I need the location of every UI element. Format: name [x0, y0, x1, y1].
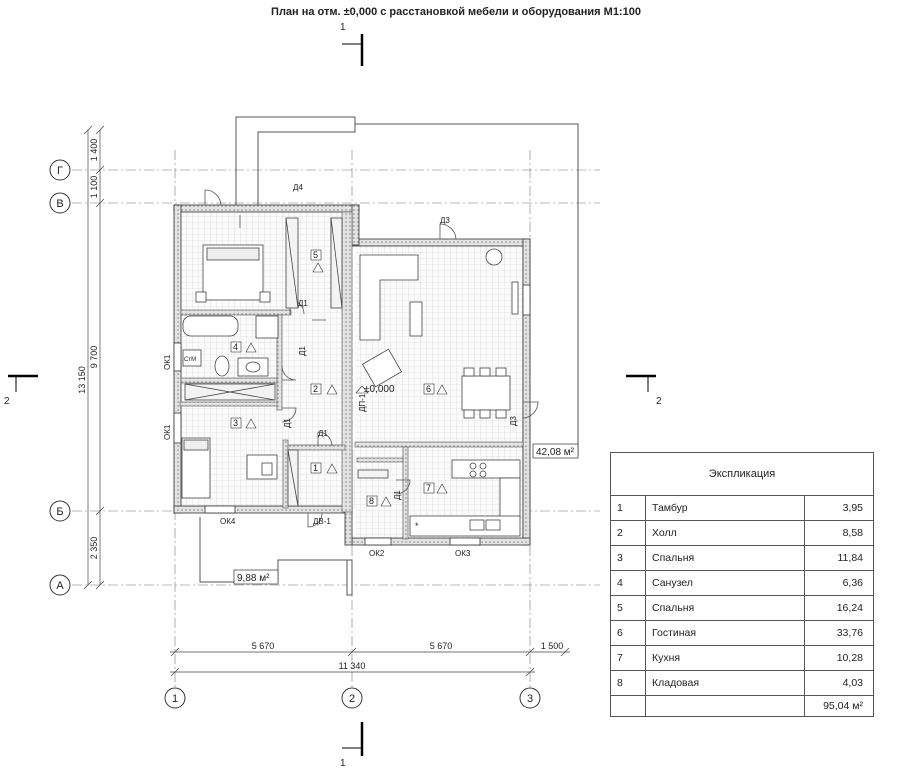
dim-5670-left: 5 670	[252, 641, 275, 651]
kitchen-counter-bottom	[409, 515, 521, 537]
table-row: 3 Спальня 11,84	[610, 545, 874, 571]
room-number-6: 6	[426, 384, 431, 394]
bathtub	[182, 315, 239, 337]
axis-label-b: Б	[56, 506, 63, 518]
explication-header: Экспликация	[610, 452, 874, 496]
table-row: 8 Кладовая 4,03	[610, 670, 874, 696]
room-number-4: 4	[233, 342, 238, 352]
coffee-table	[409, 301, 423, 337]
horizontal-dimension-texts: 5 670 5 670 1 500 11 340	[252, 641, 564, 671]
door-swings	[204, 189, 539, 528]
door-label-d4: Д4	[293, 183, 303, 192]
dim-5670-right: 5 670	[430, 641, 453, 651]
room-number-2: 2	[313, 384, 318, 394]
axis-label-2: 2	[349, 693, 355, 705]
section-label-top: 1	[340, 22, 346, 33]
door-label-d3-top: Д3	[440, 216, 450, 225]
room-number-7: 7	[426, 483, 431, 493]
shower	[255, 315, 279, 339]
toilet	[214, 355, 230, 377]
door-labels: Д4 Д3 Д1 Д1 Д1 Д1 Д1 ДВ-1 ДП-1 Д3	[283, 183, 518, 526]
table-row: 6 Гостиная 33,76	[610, 620, 874, 646]
door-label-dv1: ДВ-1	[313, 517, 331, 526]
door-label-d3-right: Д3	[509, 416, 518, 426]
window-label-ok1-b: ОК1	[163, 424, 172, 440]
dim-1500: 1 500	[541, 641, 564, 651]
axis-label-a: А	[56, 580, 64, 592]
room-number-5: 5	[313, 250, 318, 260]
section-label-left: 2	[4, 396, 10, 407]
table-row: 5 Спальня 16,24	[610, 595, 874, 621]
window-labels: ОК1 ОК1 ОК4 ОК2 ОК3	[163, 354, 471, 558]
svg-text:42,08 м²: 42,08 м²	[536, 447, 575, 458]
explication-table: Экспликация 1 Тамбур 3,95 2 Холл 8,58 3 …	[610, 452, 874, 717]
axis-bubbles	[49, 159, 541, 709]
dining-table	[461, 375, 511, 411]
dim-2350: 2 350	[89, 537, 99, 560]
dim-11340: 11 340	[339, 661, 366, 671]
window-label-ok1-a: ОК1	[163, 354, 172, 370]
door-label-d1-a: Д1	[298, 299, 308, 308]
table-row: 2 Холл 8,58	[610, 520, 874, 546]
door-label-d1-e: Д1	[393, 490, 402, 500]
dim-9700: 9 700	[89, 346, 99, 369]
explication-total: 95,04 м²	[804, 695, 874, 717]
room-numbers: 1 2 3 4 5 6 7 8	[230, 249, 435, 507]
table-row: 4 Санузел 6,36	[610, 570, 874, 596]
armchair	[361, 348, 403, 388]
room-number-8: 8	[369, 496, 374, 506]
section-mark-right: 2	[626, 374, 662, 407]
plant	[485, 248, 503, 266]
dim-1100: 1 100	[89, 176, 99, 199]
asterisk-mark: *	[415, 521, 419, 531]
inner-walls	[179, 211, 524, 540]
section-mark-bottom: 1	[340, 722, 364, 768]
axis-label-g: Г	[57, 165, 63, 177]
kitchen-counter-side	[499, 477, 521, 519]
section-label-bottom: 1	[340, 758, 346, 768]
door-label-d1-c: Д1	[283, 418, 292, 428]
drawing-title: План на отм. ±0,000 с расстановкой мебел…	[271, 6, 641, 18]
corner-sofa	[359, 254, 419, 341]
vertical-dimension-texts: 1 400 1 100 9 700 13 150 2 350	[77, 139, 99, 560]
area-label-terrace-top: 42,08 м²	[532, 443, 579, 459]
svg-text:±0,000: ±0,000	[364, 384, 395, 395]
room-number-1: 1	[313, 463, 318, 473]
dim-13150: 13 150	[77, 366, 87, 394]
door-label-d1-b: Д1	[298, 346, 307, 356]
kitchen-counter-top	[451, 459, 521, 479]
window-label-ok3: ОК3	[455, 549, 471, 558]
fixture-label-stm: СтМ	[184, 357, 196, 363]
room-markers	[245, 262, 448, 507]
axis-label-v: В	[56, 198, 63, 210]
door-label-d1-d: Д1	[318, 429, 328, 438]
section-label-right: 2	[656, 396, 662, 407]
door-label-dp1: ДП-1	[358, 393, 367, 412]
horizontal-dimensions	[170, 647, 570, 677]
tv	[511, 281, 519, 315]
room-number-3: 3	[233, 418, 238, 428]
area-label-terrace-bottom: 9,88 м²	[233, 569, 279, 585]
table-row-total: 95,04 м²	[610, 695, 874, 717]
window-label-ok4: ОК4	[220, 517, 236, 526]
svg-text:9,88 м²: 9,88 м²	[237, 573, 270, 584]
section-mark-left: 2	[4, 374, 38, 407]
section-mark-top: 1	[340, 22, 364, 66]
washing-machine	[182, 349, 202, 367]
window-label-ok2: ОК2	[369, 549, 385, 558]
table-row: 1 Тамбур 3,95	[610, 495, 874, 521]
furniture	[181, 217, 521, 537]
axis-label-3: 3	[527, 693, 533, 705]
elevation-mark: ±0,000	[355, 384, 395, 395]
axis-label-1: 1	[172, 693, 178, 705]
vertical-dimensions	[83, 125, 105, 590]
dim-1400: 1 400	[89, 139, 99, 162]
table-row: 7 Кухня 10,28	[610, 645, 874, 671]
axis-labels: Г В Б А 1 2 3	[56, 165, 533, 705]
windows	[173, 284, 531, 546]
